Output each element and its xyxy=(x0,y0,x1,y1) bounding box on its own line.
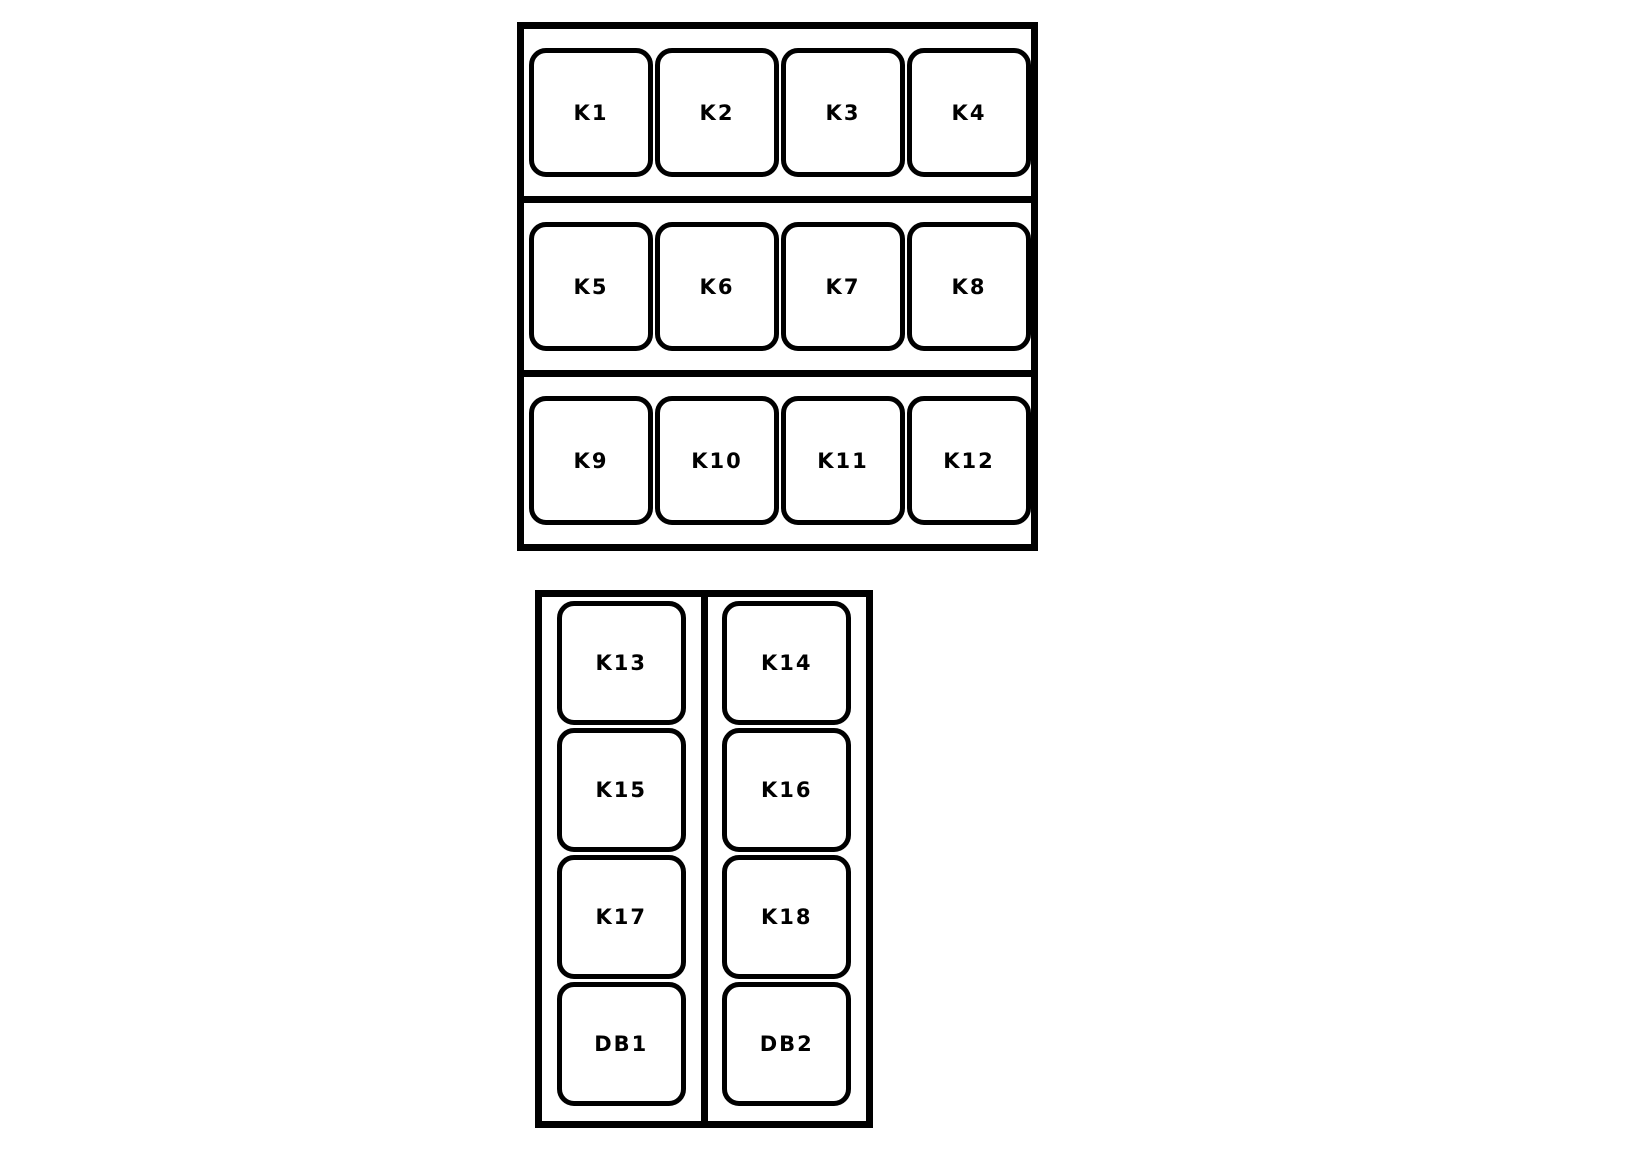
key-k4[interactable]: K4 xyxy=(907,48,1031,177)
key-label: K11 xyxy=(817,448,869,473)
key-label: K10 xyxy=(691,448,743,473)
key-column-2: K14 K16 K18 DB2 xyxy=(700,597,867,1121)
key-column-1: K13 K15 K17 DB1 xyxy=(542,597,701,1121)
key-label: K4 xyxy=(951,100,987,125)
key-label: K13 xyxy=(595,651,647,675)
key-label: K7 xyxy=(825,274,861,299)
key-label: K5 xyxy=(573,274,609,299)
key-k17[interactable]: K17 xyxy=(556,855,686,979)
key-k1[interactable]: K1 xyxy=(529,48,653,177)
lower-keypad-panel: K13 K15 K17 DB1 K14 K16 K18 DB2 xyxy=(535,590,873,1128)
key-k12[interactable]: K12 xyxy=(907,396,1031,525)
key-k14[interactable]: K14 xyxy=(722,601,852,725)
key-k9[interactable]: K9 xyxy=(529,396,653,525)
key-label: K3 xyxy=(825,100,861,125)
key-k2[interactable]: K2 xyxy=(655,48,779,177)
key-label: K9 xyxy=(573,448,609,473)
key-label: K14 xyxy=(761,651,813,675)
key-label: K12 xyxy=(943,448,995,473)
key-label: K17 xyxy=(595,905,647,929)
key-k13[interactable]: K13 xyxy=(556,601,686,725)
key-k3[interactable]: K3 xyxy=(781,48,905,177)
key-k11[interactable]: K11 xyxy=(781,396,905,525)
key-k15[interactable]: K15 xyxy=(556,728,686,852)
key-label: K16 xyxy=(761,778,813,802)
key-row-1: K1 K2 K3 K4 xyxy=(524,29,1031,196)
upper-keypad-panel: K1 K2 K3 K4 K5 K6 K7 K8 xyxy=(517,22,1038,551)
key-label: K18 xyxy=(761,905,813,929)
key-k7[interactable]: K7 xyxy=(781,222,905,351)
key-label: DB1 xyxy=(594,1032,649,1056)
key-label: K1 xyxy=(573,100,609,125)
key-label: K8 xyxy=(951,274,987,299)
key-label: K2 xyxy=(699,100,735,125)
key-label: K15 xyxy=(595,778,647,802)
key-k6[interactable]: K6 xyxy=(655,222,779,351)
key-row-3: K9 K10 K11 K12 xyxy=(524,370,1031,544)
key-k18[interactable]: K18 xyxy=(722,855,852,979)
key-label: DB2 xyxy=(759,1032,814,1056)
key-label: K6 xyxy=(699,274,735,299)
key-db2[interactable]: DB2 xyxy=(722,982,852,1106)
key-k5[interactable]: K5 xyxy=(529,222,653,351)
key-k16[interactable]: K16 xyxy=(722,728,852,852)
key-row-2: K5 K6 K7 K8 xyxy=(524,196,1031,370)
key-db1[interactable]: DB1 xyxy=(556,982,686,1106)
key-k8[interactable]: K8 xyxy=(907,222,1031,351)
key-k10[interactable]: K10 xyxy=(655,396,779,525)
